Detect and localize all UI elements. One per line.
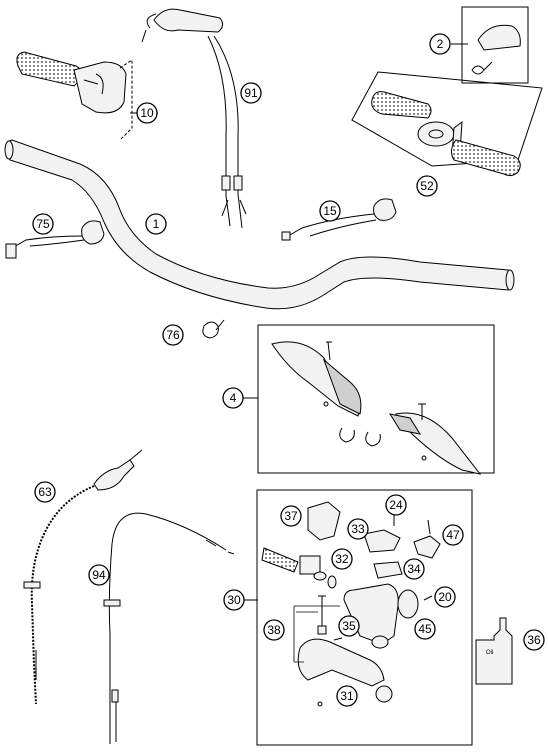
part-52-grips <box>351 71 543 177</box>
callout-34-label: 34 <box>407 562 421 576</box>
callout-35: 35 <box>338 615 360 637</box>
callout-24-label: 24 <box>389 498 403 512</box>
callout-10: 10 <box>130 102 158 124</box>
callout-20: 20 <box>434 586 456 608</box>
callout-45-label: 45 <box>418 622 432 636</box>
callout-45: 45 <box>414 618 436 640</box>
callout-15-label: 15 <box>323 204 337 218</box>
part-4-handguards <box>257 324 495 475</box>
callout-4: 4 <box>222 387 258 409</box>
callout-75-label: 75 <box>36 217 50 231</box>
callout-31: 31 <box>336 685 358 707</box>
callout-32: 32 <box>331 548 353 570</box>
oil-bottle-label: Oil <box>486 650 493 656</box>
callout-76: 76 <box>162 324 184 346</box>
callout-2: 2 <box>429 33 468 55</box>
part-91-throttle-cables <box>141 8 247 229</box>
part-15-switch <box>281 198 397 241</box>
callout-30-label: 30 <box>227 593 241 607</box>
callout-52-label: 52 <box>420 179 434 193</box>
callout-91-label: 91 <box>244 86 258 100</box>
part-1-handlebar <box>4 139 515 310</box>
callout-52: 52 <box>416 175 438 197</box>
part-36-oil-bottle: Oil <box>475 617 513 685</box>
callout-37-label: 37 <box>284 509 298 523</box>
part-2-cap <box>461 6 529 84</box>
callout-1: 1 <box>145 213 167 235</box>
callout-75: 75 <box>32 213 54 235</box>
callout-63-label: 63 <box>38 485 52 499</box>
callout-33-label: 33 <box>351 522 365 536</box>
callout-15: 15 <box>319 200 341 222</box>
part-76-cable-tie <box>202 319 225 339</box>
callout-32-label: 32 <box>335 552 349 566</box>
callout-2-label: 2 <box>437 37 444 51</box>
callout-63: 63 <box>34 481 56 503</box>
part-10-throttle-grip <box>16 51 133 141</box>
callout-36-label: 36 <box>527 633 541 647</box>
callout-38-label: 38 <box>267 623 281 637</box>
callout-94: 94 <box>88 564 110 586</box>
callout-1-label: 1 <box>153 217 160 231</box>
callout-20-label: 20 <box>438 590 452 604</box>
callout-76-label: 76 <box>166 328 180 342</box>
clutch-assembly-box <box>256 489 473 746</box>
callout-47: 47 <box>442 524 464 546</box>
callout-91: 91 <box>240 82 262 104</box>
callout-36: 36 <box>523 629 545 651</box>
part-94-cable <box>103 512 235 744</box>
callout-38: 38 <box>263 619 285 641</box>
callout-94-label: 94 <box>92 568 106 582</box>
callout-30: 30 <box>223 589 258 611</box>
callout-35-label: 35 <box>342 619 356 633</box>
callout-10-label: 10 <box>140 106 154 120</box>
part-75-switch <box>5 220 105 259</box>
part-63-cable <box>23 449 143 705</box>
callout-33: 33 <box>347 518 369 540</box>
callout-4-label: 4 <box>230 391 237 405</box>
callout-34: 34 <box>403 558 425 580</box>
callout-24: 24 <box>385 494 407 516</box>
callout-37: 37 <box>280 505 302 527</box>
callout-47-label: 47 <box>446 528 460 542</box>
callout-31-label: 31 <box>340 689 354 703</box>
